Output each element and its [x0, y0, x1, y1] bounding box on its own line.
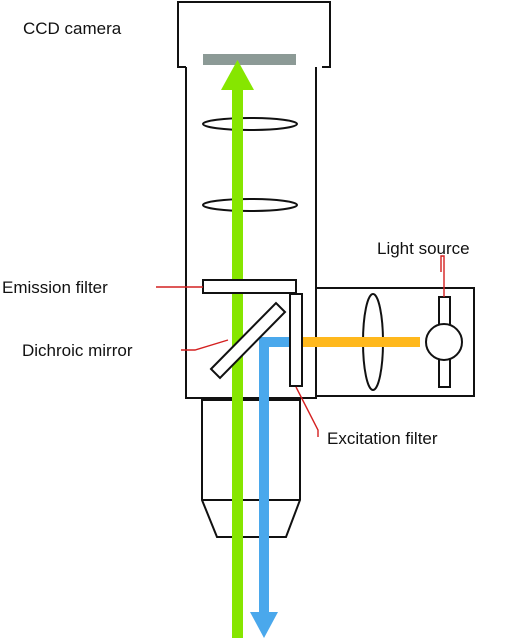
ccd-camera-label: CCD camera	[23, 19, 122, 38]
excitation-filter-label: Excitation filter	[327, 429, 438, 448]
dichroic-mirror	[209, 301, 287, 380]
objective-lens	[201, 399, 301, 538]
emission-filter-label: Emission filter	[2, 278, 108, 297]
emission-beam	[232, 90, 243, 638]
emission-filter	[202, 279, 297, 294]
excitation-filter	[289, 293, 303, 387]
ccd-camera-housing	[177, 1, 331, 68]
excitation-beam-source	[291, 337, 420, 347]
dichroic-mirror-label: Dichroic mirror	[22, 341, 133, 360]
microscope-tube	[185, 67, 317, 399]
excitation-filter-leader	[295, 386, 319, 437]
emission-beam-arrowhead	[221, 60, 254, 90]
ccd-sensor	[203, 54, 296, 65]
excitation-beam-arrowhead	[250, 612, 278, 638]
tube-lens-upper	[202, 117, 298, 131]
lamp-bulb	[425, 323, 463, 361]
light-source-leader	[440, 255, 445, 297]
excitation-beam-sample	[259, 337, 292, 617]
tube-lens-lower	[202, 198, 298, 212]
light-source-label: Light source	[377, 239, 470, 258]
dichroic-mirror-leader	[181, 339, 229, 351]
